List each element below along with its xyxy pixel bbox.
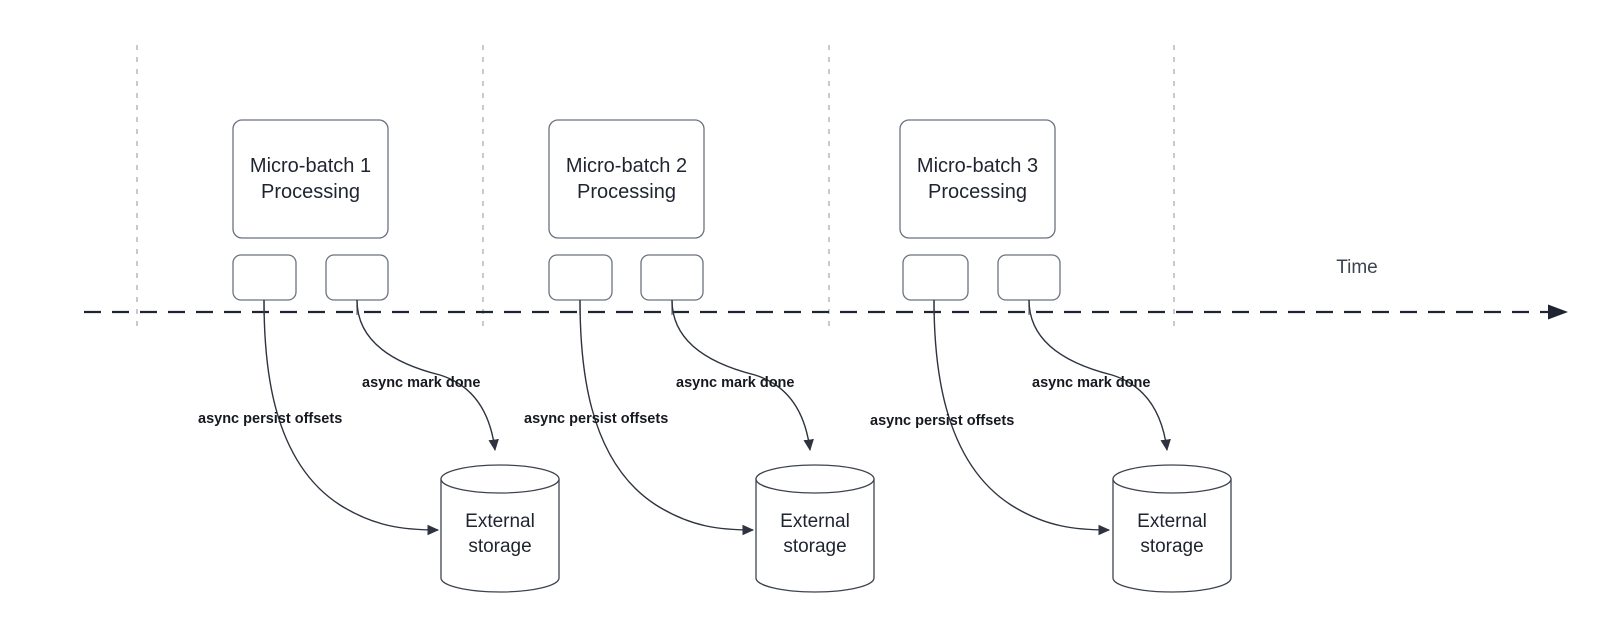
external-storage-3[interactable]: External storage: [1112, 464, 1232, 593]
task-box-2-b[interactable]: [640, 254, 704, 301]
micro-batch-box-3-line2: Processing: [928, 181, 1027, 203]
external-storage-1-line1: External: [465, 511, 535, 532]
external-storage-3-top: [1112, 464, 1232, 494]
edge-persist-offsets-3: [933, 299, 1111, 536]
external-storage-3-line2: storage: [1140, 536, 1203, 557]
external-storage-1-top: [440, 464, 560, 494]
edge-label-mark-done-1: async mark done: [362, 375, 480, 391]
external-storage-2-top: [755, 464, 875, 494]
micro-batch-box-2-line2: Processing: [577, 181, 676, 203]
task-box-3-b[interactable]: [997, 254, 1061, 301]
group-1: Micro-batch 1 Processing async persist o…: [198, 119, 560, 593]
micro-batch-box-1-rect[interactable]: [232, 119, 389, 239]
micro-batch-box-1[interactable]: Micro-batch 1 Processing: [232, 119, 389, 239]
external-storage-2-line2: storage: [783, 536, 846, 557]
edge-label-persist-offsets-2: async persist offsets: [524, 411, 668, 427]
timeline-arrowhead: [1548, 304, 1568, 320]
micro-batch-box-3[interactable]: Micro-batch 3 Processing: [899, 119, 1056, 239]
external-storage-2-body[interactable]: [755, 478, 875, 593]
micro-batch-box-3-rect[interactable]: [899, 119, 1056, 239]
edge-label-persist-offsets-3: async persist offsets: [870, 413, 1014, 429]
micro-batch-box-2-rect[interactable]: [548, 119, 705, 239]
external-storage-1-line2: storage: [468, 536, 531, 557]
micro-batch-box-1-line1: Micro-batch 1: [250, 155, 371, 177]
edge-label-mark-done-2: async mark done: [676, 375, 794, 391]
edge-persist-offsets-2: [579, 299, 755, 536]
time-axis-label: Time: [1336, 257, 1378, 278]
edge-persist-offsets-1: [263, 299, 440, 536]
task-box-1-b[interactable]: [325, 254, 389, 301]
micro-batch-box-3-line1: Micro-batch 3: [917, 155, 1038, 177]
external-storage-2[interactable]: External storage: [755, 464, 875, 593]
group-3: Micro-batch 3 Processing async persist o…: [870, 119, 1232, 593]
edge-mark-done-2: [671, 299, 814, 452]
micro-batch-box-2-line1: Micro-batch 2: [566, 155, 687, 177]
external-storage-3-line1: External: [1137, 511, 1207, 532]
external-storage-2-line1: External: [780, 511, 850, 532]
external-storage-3-body[interactable]: [1112, 478, 1232, 593]
edge-mark-done-1: [356, 299, 499, 452]
timeline-axis: [84, 304, 1568, 320]
micro-batch-box-2[interactable]: Micro-batch 2 Processing: [548, 119, 705, 239]
external-storage-1[interactable]: External storage: [440, 464, 560, 593]
micro-batch-box-1-line2: Processing: [261, 181, 360, 203]
task-box-2-a[interactable]: [548, 254, 613, 301]
edge-label-persist-offsets-1: async persist offsets: [198, 411, 342, 427]
external-storage-1-body[interactable]: [440, 478, 560, 593]
task-box-3-a[interactable]: [902, 254, 969, 301]
edge-label-mark-done-3: async mark done: [1032, 375, 1150, 391]
task-box-1-a[interactable]: [232, 254, 297, 301]
group-2: Micro-batch 2 Processing async persist o…: [524, 119, 875, 593]
edge-mark-done-3: [1028, 299, 1171, 452]
